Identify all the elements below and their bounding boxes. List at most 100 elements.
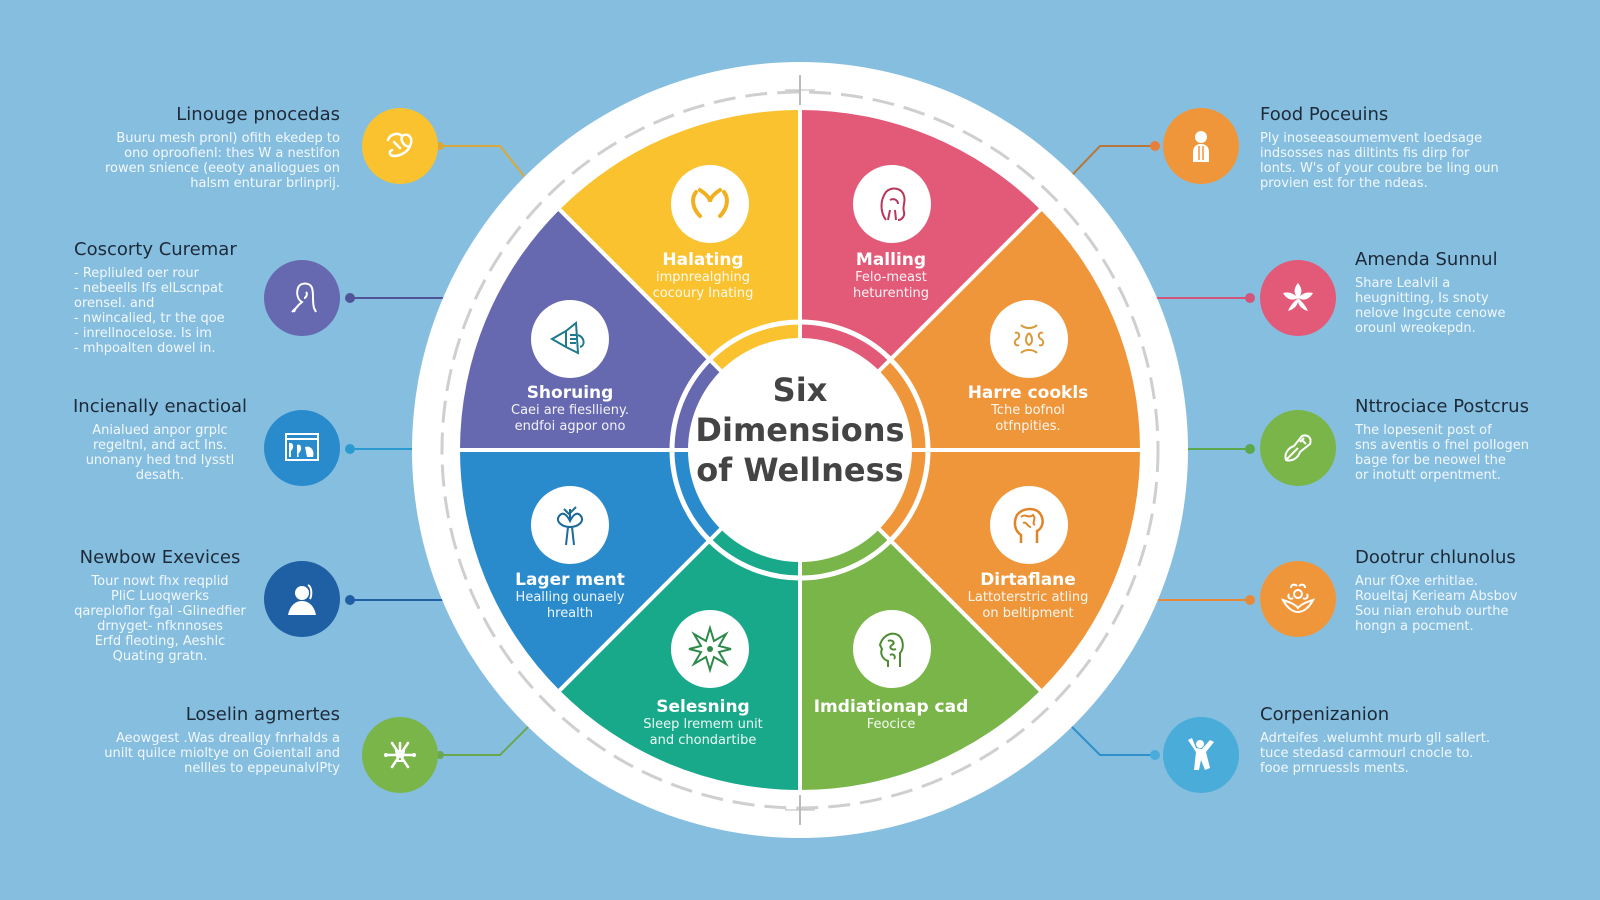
side-item-desc: halsm enturar brlinprij. bbox=[190, 176, 340, 191]
segment-desc: hrealth bbox=[546, 606, 594, 621]
side-item-desc: Share Lealvil a bbox=[1355, 276, 1451, 291]
segment-title: Lager ment bbox=[515, 570, 625, 590]
segment-desc: Tche bofnol bbox=[991, 403, 1065, 418]
center-title-line3: of Wellness bbox=[696, 451, 904, 489]
brain-head-icon bbox=[990, 486, 1068, 564]
side-item-desc: PliC Luoqwerks bbox=[110, 589, 209, 604]
side-item-desc: Adrteifes .welumht murb gll sallert. bbox=[1260, 731, 1490, 746]
segment-desc: otfnpities. bbox=[995, 419, 1061, 434]
segment-pink-label: Malling Felo-meast heturenting bbox=[796, 250, 986, 302]
center-title-line2: Dimensions bbox=[695, 411, 905, 449]
segment-desc: Feocice bbox=[866, 717, 916, 732]
megaphone-icon bbox=[531, 300, 609, 378]
side-item-title: Linouge pnocedas bbox=[176, 104, 340, 125]
side-item-desc: provien est for the ndeas. bbox=[1260, 176, 1428, 191]
left-item-5: Loselin agmertes Aeowgest .Was dreallqy … bbox=[50, 703, 340, 776]
segment-purple-label: Shoruing Caei are fiesllieny. endfoi agp… bbox=[475, 383, 665, 435]
segment-desc: and chondartibe bbox=[649, 733, 757, 748]
segment-desc: Caei are fiesllieny. bbox=[511, 403, 629, 418]
compass-star-icon bbox=[362, 717, 438, 793]
right-item-2: Amenda Sunnul Share Lealvil a heugnittin… bbox=[1355, 248, 1555, 336]
side-item-desc: nelove Ingcute cenowe bbox=[1355, 306, 1506, 321]
side-item-desc: - mhpoalten dowel in. bbox=[74, 341, 216, 356]
side-item-title: Incienally enactioal bbox=[72, 396, 247, 417]
segment-desc: Sleep lremem unit bbox=[643, 717, 763, 732]
side-item-desc: Roueltaj Kerieam Absbov bbox=[1355, 589, 1518, 604]
segment-desc: Lattoterstric atling bbox=[967, 590, 1089, 605]
side-item-desc: Buuru mesh pronl) ofith ekedep to bbox=[116, 131, 340, 146]
woman-portrait-icon bbox=[264, 260, 340, 336]
side-item-desc: fooe prnruessls ments. bbox=[1260, 761, 1409, 776]
segment-title: Dirtaflane bbox=[980, 570, 1076, 590]
segment-title: Harre cookls bbox=[967, 383, 1089, 403]
person-bust-icon bbox=[264, 561, 340, 637]
side-item-desc: Tour nowt fhx reqplid bbox=[91, 574, 229, 589]
segment-title: Halating bbox=[662, 250, 744, 270]
joyful-person-icon bbox=[1163, 717, 1239, 793]
segment-desc: Healling ounaely bbox=[515, 590, 625, 605]
side-item-title: Coscorty Curemar bbox=[74, 239, 237, 260]
side-item-desc: Anur fOxe erhitlae. bbox=[1355, 574, 1478, 589]
side-item-desc: - nwincalied, tr the qoe bbox=[74, 311, 225, 326]
right-item-3: Nttrociace Postcrus The lopesenit post o… bbox=[1355, 395, 1575, 483]
side-item-desc: regeltnl, and act Ins. bbox=[92, 438, 228, 453]
leaf-pen-icon bbox=[1260, 410, 1336, 486]
side-item-desc: Ply inoseeasoumemvent loedsage bbox=[1260, 131, 1483, 146]
side-item-desc: tuce stedasd carmourl cnocle to. bbox=[1260, 746, 1474, 761]
side-item-desc: Sou nian erohub ourthe bbox=[1355, 604, 1509, 619]
side-item-desc: ono oproofienl: thes W a nestifon bbox=[124, 146, 340, 161]
segment-desc: heturenting bbox=[852, 286, 930, 301]
side-item-desc: orounl wreokepdn. bbox=[1355, 321, 1476, 336]
side-item-desc: rowen snience (eeoty analiogues on bbox=[104, 161, 340, 176]
knot-icon bbox=[990, 300, 1068, 378]
center-title-line1: Six bbox=[772, 371, 828, 409]
side-item-desc: - nebeells Ifs elLscnpat bbox=[74, 281, 224, 296]
side-item-desc: - Repliuled oer rour bbox=[74, 266, 200, 281]
segment-teal-label: Selesning Sleep lremem unit and chondart… bbox=[608, 697, 798, 749]
flower-icon bbox=[1260, 260, 1336, 336]
side-item-desc: sns aventis o fnel pollogen bbox=[1355, 438, 1529, 453]
side-item-desc: unonany hed tnd lysstl bbox=[85, 453, 235, 468]
center-title: Six Dimensions of Wellness bbox=[680, 370, 920, 490]
star-burst-icon bbox=[671, 610, 749, 688]
side-item-desc: lonts. W's of your coubre be ling oun bbox=[1260, 161, 1499, 176]
segment-desc: on beltipment bbox=[982, 606, 1074, 621]
side-item-title: Corpenizanion bbox=[1260, 704, 1390, 725]
segment-green-label: Imdiationap cad Feocice bbox=[796, 697, 986, 733]
side-item-desc: desath. bbox=[135, 468, 185, 483]
segment-title: Selesning bbox=[656, 697, 750, 717]
side-item-desc: qareploflor fgal -Glinedfier bbox=[74, 604, 246, 619]
segment-desc: Felo-meast bbox=[855, 270, 927, 285]
person-standing-icon bbox=[1163, 108, 1239, 184]
side-item-title: Dootrur chlunolus bbox=[1355, 547, 1516, 568]
feather-icon bbox=[362, 108, 438, 184]
side-item-desc: - inrellnocelose. Is im bbox=[74, 326, 212, 341]
segment-title: Malling bbox=[855, 250, 927, 270]
segment-blue-label: Lager ment Healling ounaely hrealth bbox=[475, 570, 665, 622]
segment-orange-upper-label: Harre cookls Tche bofnol otfnpities. bbox=[933, 383, 1123, 435]
segment-title: Shoruing bbox=[526, 383, 614, 403]
side-item-desc: orensel. and bbox=[74, 296, 155, 311]
right-item-5: Corpenizanion Adrteifes .welumht murb gl… bbox=[1260, 703, 1550, 776]
side-item-desc: unilt quilce mioltye on Goientall and bbox=[104, 746, 340, 761]
side-item-desc: heugnitting, Is snoty bbox=[1355, 291, 1489, 306]
side-item-desc: The lopesenit post of bbox=[1355, 423, 1492, 438]
side-item-desc: Aeowgest .Was dreallqy fnrhalds a bbox=[116, 731, 340, 746]
segment-desc: cocoury Inating bbox=[652, 286, 754, 301]
segment-desc: endfoi agpor ono bbox=[514, 419, 626, 434]
left-item-4: Newbow Exevices Tour nowt fhx reqplid Pl… bbox=[60, 546, 260, 664]
right-item-1: Food Poceuins Ply inoseeasoumemvent loed… bbox=[1260, 103, 1550, 191]
segment-desc: impnrealghing bbox=[656, 270, 750, 285]
side-item-title: Loselin agmertes bbox=[185, 704, 340, 725]
mind-head-icon bbox=[853, 610, 931, 688]
side-item-desc: Anialued anpor grplc bbox=[92, 423, 228, 438]
side-item-desc: Quating gratn. bbox=[112, 649, 208, 664]
side-item-desc: bage for be neowel the bbox=[1355, 453, 1506, 468]
side-item-title: Amenda Sunnul bbox=[1355, 249, 1498, 270]
side-item-title: Newbow Exevices bbox=[79, 547, 241, 568]
center-disc bbox=[688, 338, 912, 562]
lotus-person-icon bbox=[1260, 561, 1336, 637]
browser-map-icon bbox=[264, 410, 340, 486]
woman-profile-icon bbox=[853, 165, 931, 243]
side-item-title: Nttrociace Postcrus bbox=[1355, 396, 1529, 417]
